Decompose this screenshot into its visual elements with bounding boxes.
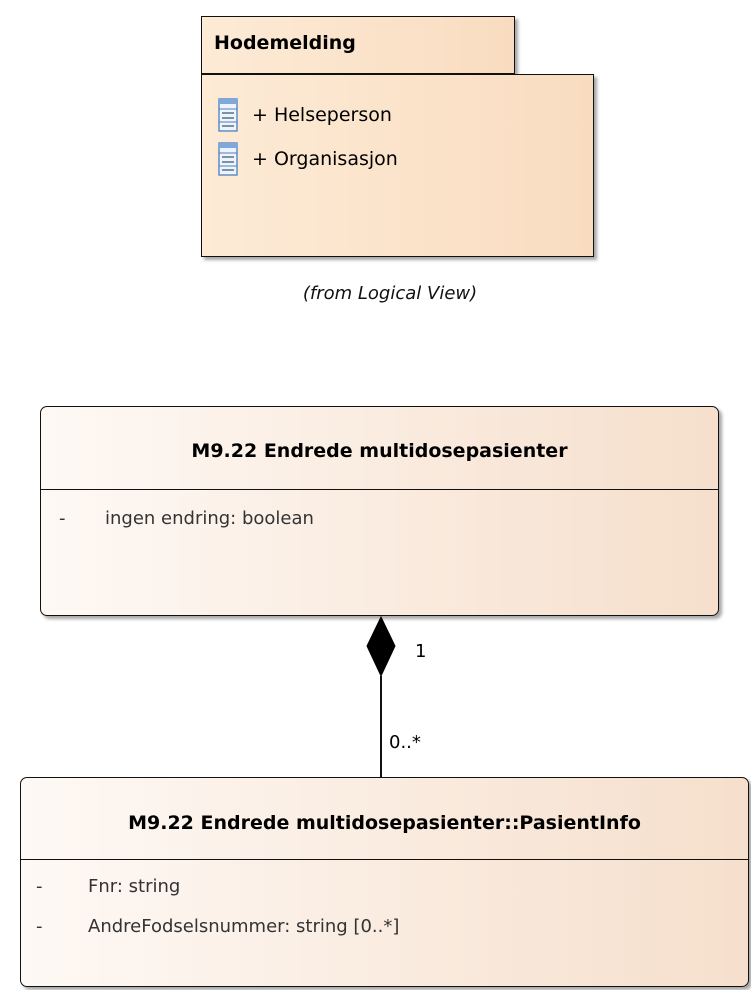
class-icon <box>218 142 238 176</box>
attribute-row[interactable]: - ingen endring: boolean <box>59 508 314 529</box>
attribute-visibility: - <box>59 508 66 529</box>
attribute-row[interactable]: - Fnr: string <box>36 876 180 897</box>
package-source-note: (from Logical View) <box>302 283 478 304</box>
class-divider <box>41 489 718 490</box>
attribute-text: AndreFodselsnummer: string [0..*] <box>88 916 400 937</box>
class-name: M9.22 Endrede multidosepasienter <box>191 440 568 462</box>
class-icon <box>218 98 238 132</box>
attribute-row[interactable]: - AndreFodselsnummer: string [0..*] <box>36 916 399 937</box>
package-item-label: + Helseperson <box>252 104 392 126</box>
class-divider <box>21 859 748 860</box>
package-title: Hodemelding <box>214 32 356 54</box>
package-item-helseperson[interactable]: + Helseperson <box>218 97 392 133</box>
attribute-text: Fnr: string <box>88 876 181 897</box>
attribute-text: ingen endring: boolean <box>105 508 314 529</box>
class-pasientinfo[interactable]: M9.22 Endrede multidosepasienter::Pasien… <box>20 777 749 987</box>
source-multiplicity: 1 <box>415 641 427 662</box>
class-main[interactable]: M9.22 Endrede multidosepasienter - ingen… <box>40 406 719 616</box>
package-item-label: + Organisasjon <box>252 148 398 170</box>
target-multiplicity: 0..* <box>389 732 421 753</box>
attribute-visibility: - <box>36 876 43 897</box>
package-body[interactable]: + Helseperson + Organisasjon <box>201 74 594 257</box>
class-name: M9.22 Endrede multidosepasienter::Pasien… <box>128 812 641 834</box>
composition-diamond <box>366 615 396 678</box>
package-tab[interactable]: Hodemelding <box>201 16 515 74</box>
attribute-visibility: - <box>36 916 43 937</box>
package-item-organisasjon[interactable]: + Organisasjon <box>218 141 398 177</box>
